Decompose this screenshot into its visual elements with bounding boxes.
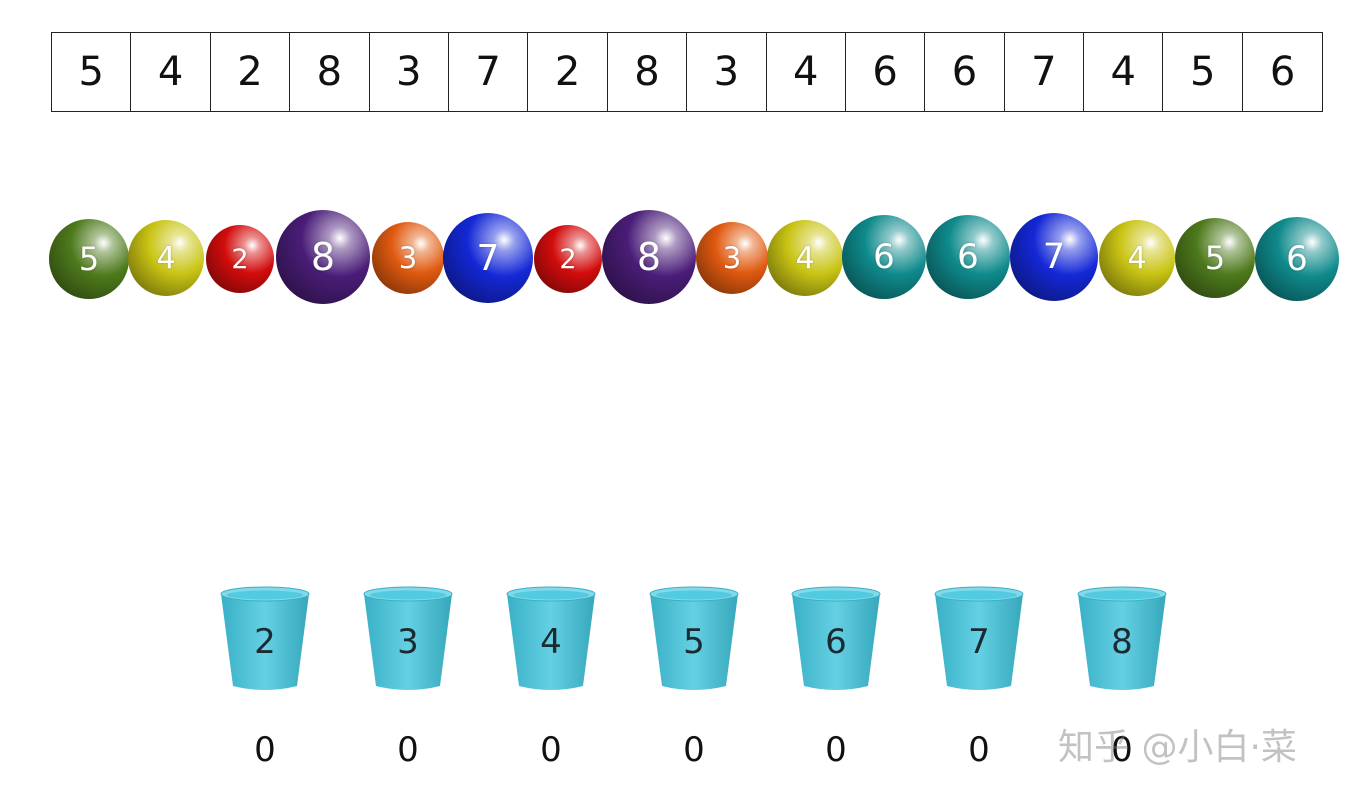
bucket-count: 0 [521, 730, 581, 770]
bucket-label: 2 [219, 622, 311, 662]
bucket: 3 [362, 584, 454, 692]
bucket-count: 0 [806, 730, 866, 770]
bucket: 2 [219, 584, 311, 692]
bucket: 6 [790, 584, 882, 692]
watermark: 知乎 @小白·菜 [1058, 718, 1297, 770]
bucket: 5 [648, 584, 740, 692]
bucket-count: 0 [378, 730, 438, 770]
bucket: 4 [505, 584, 597, 692]
bucket: 7 [933, 584, 1025, 692]
bucket-label: 8 [1076, 622, 1168, 662]
bucket-label: 3 [362, 622, 454, 662]
bucket-count: 0 [949, 730, 1009, 770]
bucket-label: 7 [933, 622, 1025, 662]
bucket: 8 [1076, 584, 1168, 692]
bucket-count: 0 [235, 730, 295, 770]
bucket-label: 5 [648, 622, 740, 662]
bucket-label: 6 [790, 622, 882, 662]
bucket-count: 0 [664, 730, 724, 770]
bucket-label: 4 [505, 622, 597, 662]
